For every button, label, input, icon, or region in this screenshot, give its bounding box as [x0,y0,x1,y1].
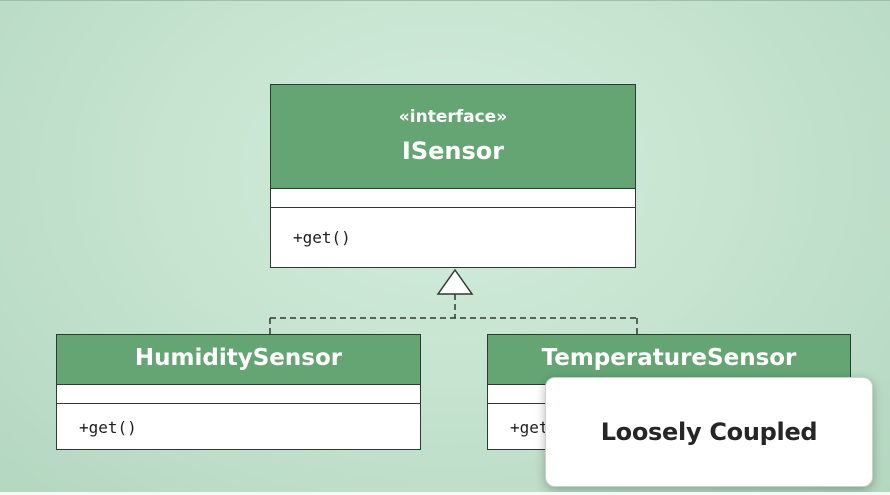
realization-arrowhead [436,268,474,295]
top-edge-line [0,0,890,1]
temperaturesensor-name: TemperatureSensor [541,345,797,371]
isensor-interface-box: «interface» ISensor +get() [270,84,636,268]
interface-stereotype: «interface» [398,107,508,127]
loosely-coupled-callout: Loosely Coupled [545,377,873,487]
bottom-edge-strip [0,492,890,495]
interface-name: ISensor [401,137,505,165]
humiditysensor-header: HumiditySensor [57,335,420,385]
humiditysensor-attributes-section [57,385,420,404]
humiditysensor-operation: +get() [79,418,137,437]
humiditysensor-operations-section: +get() [57,404,420,448]
temperaturesensor-header: TemperatureSensor [488,335,850,385]
isensor-operation: +get() [293,228,351,247]
isensor-attributes-section [271,189,635,208]
isensor-operations-section: +get() [271,208,635,266]
callout-text: Loosely Coupled [600,418,818,446]
isensor-header: «interface» ISensor [271,85,635,189]
humiditysensor-class-box: HumiditySensor +get() [56,334,421,450]
humiditysensor-name: HumiditySensor [134,345,343,371]
